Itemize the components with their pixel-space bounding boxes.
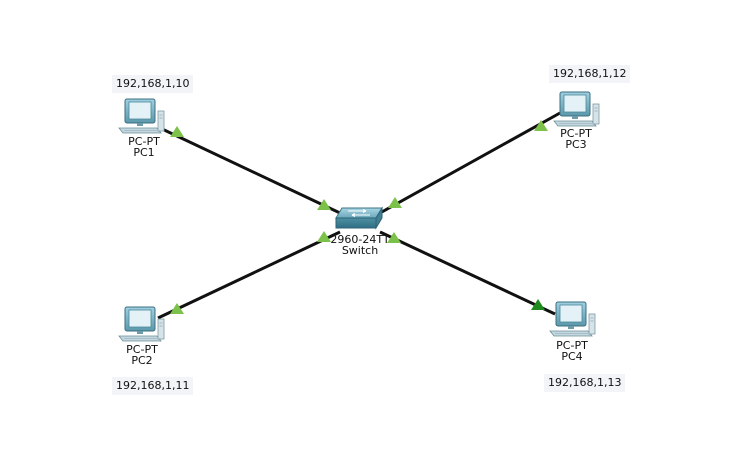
pc2-ip-label: 192,168,1,11 bbox=[112, 377, 194, 395]
link-pc1-switch[interactable] bbox=[159, 126, 341, 215]
pc3-ip-label: 192,168,1,12 bbox=[549, 65, 631, 83]
switch-icon[interactable] bbox=[335, 206, 383, 230]
pc3-icon[interactable] bbox=[553, 91, 600, 127]
pc4-model: PC-PT bbox=[556, 339, 588, 352]
pc1-model: PC-PT bbox=[128, 135, 160, 148]
link-pc2-switch[interactable] bbox=[157, 230, 341, 320]
pc1-name: PC1 bbox=[133, 146, 155, 159]
pc3-name: PC3 bbox=[565, 138, 587, 151]
links bbox=[157, 111, 561, 320]
link-pc4-switch[interactable] bbox=[379, 230, 556, 316]
pc3-label: PC-PT PC3 bbox=[556, 128, 596, 150]
pc1-ip-label: 192,168,1,10 bbox=[112, 75, 194, 93]
pc2-label: PC-PT PC2 bbox=[122, 344, 162, 366]
link-pc3-switch[interactable] bbox=[379, 111, 561, 215]
pc4-name: PC4 bbox=[561, 350, 583, 363]
pc4-icon[interactable] bbox=[549, 301, 596, 337]
pc1-icon[interactable] bbox=[118, 98, 165, 134]
pc4-ip-label: 192,168,1,13 bbox=[544, 374, 626, 392]
switch-model: 2960-24TT bbox=[330, 233, 390, 246]
pc1-label: PC-PT PC1 bbox=[124, 136, 164, 158]
pc4-label: PC-PT PC4 bbox=[552, 340, 592, 362]
pc2-icon[interactable] bbox=[118, 306, 165, 342]
switch-label: 2960-24TT Switch bbox=[330, 234, 390, 256]
link-up-indicator bbox=[170, 126, 184, 137]
switch-name: Switch bbox=[341, 244, 379, 257]
pc2-name: PC2 bbox=[131, 354, 153, 367]
link-up-indicator bbox=[170, 303, 184, 314]
pc3-model: PC-PT bbox=[560, 127, 592, 140]
pc2-model: PC-PT bbox=[126, 343, 158, 356]
